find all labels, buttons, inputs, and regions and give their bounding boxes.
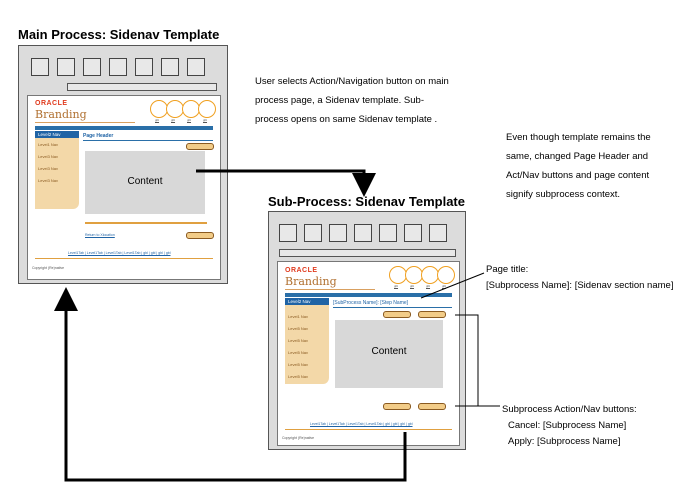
toolbar-button-1 bbox=[279, 224, 297, 242]
sidenav-item: Level3 Nav bbox=[38, 166, 59, 171]
note-line: same, changed Page Header and bbox=[506, 151, 649, 162]
toolbar-button-4 bbox=[354, 224, 372, 242]
context-note: Even though template remains the same, c… bbox=[506, 128, 696, 204]
toolbar-button-5 bbox=[379, 224, 397, 242]
sidenav-item: Level3 Nav bbox=[38, 178, 59, 183]
branding-underline bbox=[35, 122, 135, 123]
copyright: Copyright (Re)native bbox=[32, 266, 65, 270]
callout-line: Page title: bbox=[486, 264, 529, 275]
content-label: Content bbox=[371, 346, 407, 357]
sidenav-item: Level5 Nav bbox=[288, 326, 309, 331]
content-bottom-line bbox=[85, 222, 207, 224]
toolbar-button-3 bbox=[83, 58, 101, 76]
toolbar-button-6 bbox=[404, 224, 422, 242]
address-bar bbox=[67, 83, 217, 91]
main-browser-window: ORACLE Branding gbl gbl gbl gbl Level2 N… bbox=[18, 45, 228, 284]
callout-line: Apply: [Subprocess Name] bbox=[508, 436, 621, 447]
page-header-line bbox=[83, 140, 213, 141]
sidenav-item: Level5 Nav bbox=[288, 362, 309, 367]
sidenav-item: Level1 Nav bbox=[38, 142, 59, 147]
main-process-note: User selects Action/Navigation button on… bbox=[255, 72, 495, 129]
sidenav: Level2 Nav Level1 Nav Level3 Nav Level3 … bbox=[35, 131, 79, 209]
return-link: Return to Xlocation bbox=[85, 233, 115, 237]
global-label-3: gbl bbox=[187, 118, 192, 122]
cancel-button-bottom bbox=[383, 403, 411, 410]
toolbar-button-1 bbox=[31, 58, 49, 76]
copyright: Copyright (Re)native bbox=[282, 436, 315, 440]
sub-page: ORACLE Branding gbl gbl gbl gbl Level2 N… bbox=[277, 261, 460, 446]
note-line: process opens on same Sidenav template . bbox=[255, 114, 438, 125]
page-header-line bbox=[333, 307, 452, 308]
address-bar bbox=[279, 249, 456, 257]
page-header: [SubProcess Name]: [Step Name] bbox=[333, 300, 409, 306]
action-button-top bbox=[186, 143, 214, 150]
apply-button-bottom bbox=[418, 403, 446, 410]
sidenav-item: Level3 Nav bbox=[38, 154, 59, 159]
global-label-1: gbl bbox=[155, 118, 160, 122]
apply-button-top bbox=[418, 311, 446, 318]
note-line: Act/Nav buttons and page content bbox=[506, 170, 650, 181]
global-label-2: gbl bbox=[171, 118, 176, 122]
sub-process-heading: Sub-Process: Sidenav Template bbox=[268, 194, 465, 209]
footer-links: Level1Tab | Level1Tab | Level1Tab | Leve… bbox=[68, 251, 171, 255]
global-label-4: gbl bbox=[442, 284, 447, 288]
callout-line: Subprocess Action/Nav buttons: bbox=[502, 404, 637, 415]
global-button-4-icon bbox=[437, 266, 455, 284]
note-line: process page, a Sidenav template. Sub- bbox=[255, 95, 424, 106]
sub-browser-window: ORACLE Branding gbl gbl gbl gbl Level2 N… bbox=[268, 211, 466, 450]
main-page: ORACLE Branding gbl gbl gbl gbl Level2 N… bbox=[27, 95, 221, 280]
page-title-callout: Page title: [Subprocess Name]: [Sidenav … bbox=[486, 262, 673, 294]
global-label-4: gbl bbox=[203, 118, 208, 122]
content-area: Content bbox=[335, 320, 443, 388]
sidenav-selected-item: Level2 Nav bbox=[285, 298, 329, 305]
callout-line: Cancel: [Subprocess Name] bbox=[508, 420, 627, 431]
global-label-3: gbl bbox=[426, 284, 431, 288]
global-button-4-icon bbox=[198, 100, 216, 118]
cancel-button-top bbox=[383, 311, 411, 318]
tab-bar bbox=[35, 126, 213, 130]
content-label: Content bbox=[127, 176, 163, 187]
toolbar-button-7 bbox=[429, 224, 447, 242]
sidenav-selected-item: Level2 Nav bbox=[35, 131, 79, 138]
oracle-logo: ORACLE bbox=[35, 100, 68, 107]
toolbar-button-2 bbox=[304, 224, 322, 242]
buttons-callout: Subprocess Action/Nav buttons: Cancel: [… bbox=[502, 402, 637, 450]
branding-text: Branding bbox=[285, 275, 337, 288]
global-label-2: gbl bbox=[410, 284, 415, 288]
toolbar-button-2 bbox=[57, 58, 75, 76]
content-area: Content bbox=[85, 151, 205, 214]
sidenav-item: Level5 Nav bbox=[288, 338, 309, 343]
global-label-1: gbl bbox=[394, 284, 399, 288]
branding-underline bbox=[285, 289, 375, 290]
toolbar-button-7 bbox=[187, 58, 205, 76]
page-header: Page Header bbox=[83, 133, 114, 139]
sidenav-item: Level5 Nav bbox=[288, 350, 309, 355]
main-process-heading: Main Process: Sidenav Template bbox=[18, 27, 220, 42]
action-button-bottom bbox=[186, 232, 214, 239]
sidenav-item: Level1 Nav bbox=[288, 314, 309, 319]
note-line: User selects Action/Navigation button on… bbox=[255, 76, 449, 87]
note-line: Even though template remains the bbox=[506, 132, 651, 143]
toolbar-button-5 bbox=[135, 58, 153, 76]
footer-links: Level1Tab | Level1Tab | Level1Tab | Leve… bbox=[310, 422, 413, 426]
callout-line: [Subprocess Name]: [Sidenav section name… bbox=[486, 280, 674, 291]
branding-text: Branding bbox=[35, 108, 87, 121]
toolbar-button-4 bbox=[109, 58, 127, 76]
oracle-logo: ORACLE bbox=[285, 267, 318, 274]
footer-line bbox=[35, 258, 213, 259]
sidenav-item: Level5 Nav bbox=[288, 374, 309, 379]
footer-line bbox=[285, 429, 452, 430]
toolbar-button-6 bbox=[161, 58, 179, 76]
tab-bar bbox=[285, 293, 452, 297]
toolbar-button-3 bbox=[329, 224, 347, 242]
sidenav: Level2 Nav Level1 Nav Level5 Nav Level5 … bbox=[285, 298, 329, 384]
note-line: signify subprocess context. bbox=[506, 189, 621, 200]
